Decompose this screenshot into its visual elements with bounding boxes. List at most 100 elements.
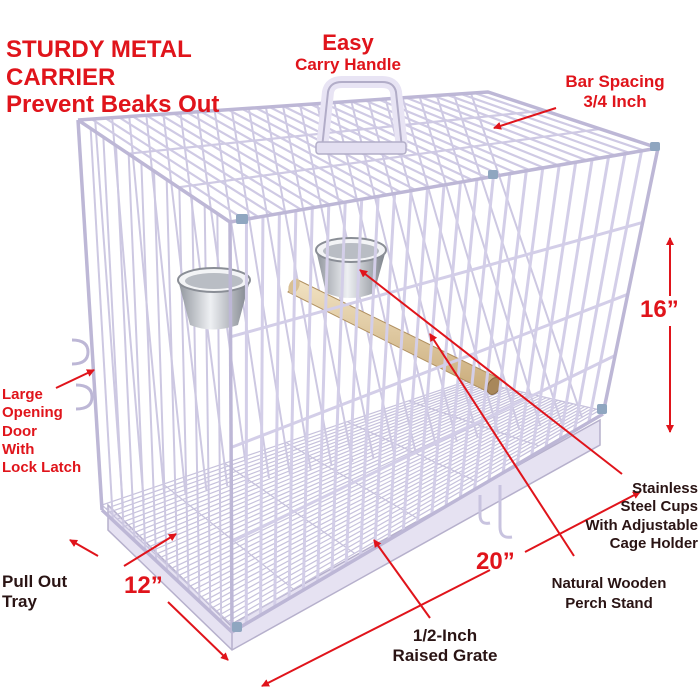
roof-bar: [405, 96, 573, 164]
callout-arrows: [55, 107, 674, 687]
headline-line-2: CARRIER: [6, 63, 116, 91]
roof-bar: [350, 100, 516, 174]
roof-bar: [378, 98, 545, 169]
bar-spacing-arrow: [493, 107, 557, 130]
roof-bar: [159, 113, 317, 209]
roof-bar: [186, 111, 345, 204]
width-arrow-right: [524, 491, 641, 553]
perch-arrow: [429, 333, 575, 557]
roof-bar: [118, 116, 274, 216]
handle-label-line-2: Carry Handle: [295, 55, 401, 75]
door-label-line-5: Lock Latch: [2, 459, 82, 477]
roof-rail: [128, 109, 545, 155]
cups-arrow: [359, 269, 623, 475]
height-dimension: 16”: [640, 296, 679, 323]
cups-label: Stainless Steel Cups With Adjustable Cag…: [560, 480, 698, 553]
front-bar: [344, 199, 364, 565]
back-bar: [111, 117, 145, 503]
roof-bar: [337, 101, 502, 177]
roof-bar: [132, 115, 288, 214]
front-bar: [330, 202, 347, 574]
front-bar: [287, 210, 298, 599]
back-bar: [230, 109, 291, 475]
corner-clips: [232, 142, 660, 632]
front-bar: [458, 176, 495, 498]
steel-cup-left: [177, 267, 251, 330]
depth-arrow-down: [167, 601, 229, 661]
front-bar: [487, 170, 528, 482]
roof-bar: [460, 92, 630, 154]
cups-label-line-3: With Adjustable: [585, 516, 698, 534]
grate-rail: [347, 421, 478, 483]
tray-label-line-1: Pull Out: [2, 572, 68, 591]
cage-roof: [91, 91, 645, 221]
headline-line-3: Prevent Beaks Out: [6, 91, 220, 119]
roof-bar: [432, 94, 602, 159]
bar-spacing-line-2: 3/4 Inch: [583, 91, 647, 111]
side-bar: [178, 187, 190, 592]
front-rail: [230, 292, 629, 449]
side-bar: [89, 128, 114, 521]
front-bar: [530, 162, 578, 457]
roof-bar: [200, 110, 359, 201]
door-latch: [71, 338, 94, 411]
back-bar: [94, 118, 124, 507]
roof-bar: [446, 93, 616, 157]
side-bar: [140, 162, 158, 561]
cage-frame: [76, 90, 660, 634]
front-bar: [316, 204, 331, 582]
door-label-line-2: Opening: [2, 404, 63, 422]
cups-label-line-1: Stainless: [632, 480, 698, 497]
cups-label-line-4: Cage Holder: [609, 534, 698, 552]
roof-bar: [214, 109, 374, 199]
door-label-line-3: Door: [2, 422, 37, 440]
tray-label-line-2: Tray: [2, 591, 37, 611]
roof-bar: [145, 114, 302, 211]
side-bar: [165, 179, 179, 582]
door-label: Large Opening Door With Lock Latch: [2, 386, 81, 477]
tray-hooks: [478, 485, 513, 539]
roof-bar: [173, 112, 331, 206]
headline-line-1: STURDY METAL: [6, 36, 192, 63]
cage-front-bars: [230, 150, 644, 624]
front-bar: [430, 182, 462, 515]
front-bar: [273, 213, 281, 607]
door-arrow: [55, 369, 95, 389]
front-rail: [230, 354, 616, 544]
grate-label-line-1: 1/2-Inch: [412, 626, 478, 645]
steel-cup-right: [315, 237, 387, 298]
handle-label-line-1: Easy: [322, 30, 374, 55]
front-bar: [358, 196, 380, 557]
headline: STURDY METAL CARRIER Prevent Beaks Out: [6, 36, 219, 119]
front-bar: [558, 156, 611, 440]
back-bar: [282, 105, 354, 463]
bar-spacing-line-1: Bar Spacing: [565, 72, 665, 91]
front-bar: [587, 150, 644, 423]
grate-arrow: [373, 539, 431, 619]
roof-bar: [91, 118, 245, 221]
roof-bar: [391, 97, 559, 167]
perch-label-line-1: Natural Wooden: [551, 575, 667, 592]
roof-bar: [104, 117, 260, 218]
grate-label-line-2: Raised Grate: [392, 645, 498, 665]
width-arrow-left: [261, 569, 491, 687]
front-bar: [373, 193, 397, 549]
front-bar: [544, 159, 594, 448]
front-bar: [515, 164, 561, 465]
back-bar: [435, 95, 542, 427]
depth-arrow-up: [123, 533, 177, 567]
front-bar: [301, 207, 314, 591]
grate-rail: [162, 483, 294, 590]
front-bar: [572, 153, 627, 432]
depth-dimension: 12”: [124, 572, 163, 599]
tray-label: Pull Out Tray: [2, 572, 67, 611]
handle-label: Easy Carry Handle: [278, 30, 418, 75]
width-dimension: 20”: [476, 548, 515, 575]
back-bar: [145, 115, 187, 495]
perch-label-line-2: Perch Stand: [565, 594, 653, 612]
bar-spacing-label: Bar Spacing 3/4 Inch: [532, 72, 698, 111]
front-bar: [416, 184, 446, 524]
cups-label-line-2: Steel Cups: [620, 498, 698, 516]
front-bar: [501, 167, 545, 473]
